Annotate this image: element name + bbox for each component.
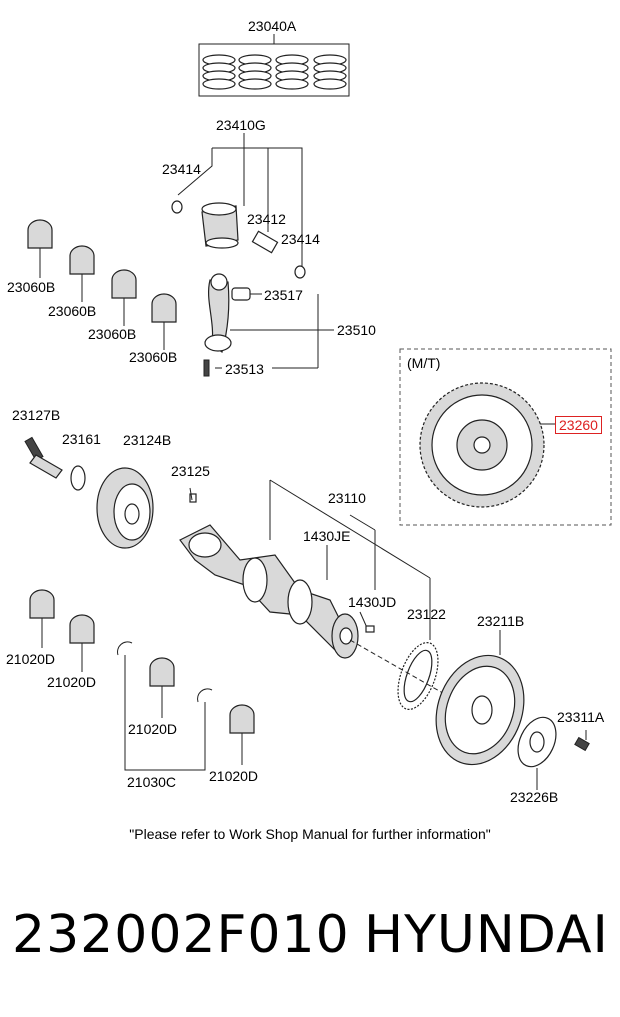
piston-ring-set [198, 34, 350, 97]
reluctor-ring [397, 642, 439, 710]
label-23161: 23161 [62, 431, 101, 447]
label-23517: 23517 [264, 287, 303, 303]
upper-bearings [27, 219, 177, 350]
label-23060B-3: 23060B [88, 326, 137, 342]
label-23060B-4: 23060B [129, 349, 178, 365]
label-23060B-1: 23060B [7, 279, 56, 295]
label-mt: (M/T) [407, 355, 441, 371]
label-23040A: 23040A [248, 18, 297, 34]
lower-bearings [29, 589, 255, 771]
part-number: 232002F010 [12, 905, 350, 965]
label-21020D-4: 21020D [209, 768, 259, 784]
label-23127B: 23127B [12, 407, 61, 423]
parts-diagram: 23040A 23410G 23414 23412 23414 23060B 2… [6, 18, 612, 805]
label-23414-a: 23414 [162, 161, 201, 177]
mt-flywheel [399, 348, 612, 526]
label-21020D-1: 21020D [6, 651, 56, 667]
adapter-plate [517, 716, 590, 790]
label-23122: 23122 [407, 606, 446, 622]
label-23060B-2: 23060B [48, 303, 97, 319]
crankshaft [179, 479, 431, 659]
front-pulley [24, 436, 197, 549]
brand-name: HYUNDAI [364, 905, 609, 965]
label-21020D-3: 21020D [128, 721, 178, 737]
label-21020D-2: 21020D [47, 674, 97, 690]
label-23412: 23412 [247, 211, 286, 227]
label-23226B: 23226B [510, 789, 559, 805]
label-21030C: 21030C [127, 774, 177, 790]
label-1430JD: 1430JD [348, 594, 397, 610]
workshop-manual-note: "Please refer to Work Shop Manual for fu… [129, 826, 491, 842]
label-23211B: 23211B [477, 613, 525, 629]
exploded-view-drawing [24, 34, 612, 790]
label-23260-highlighted[interactable]: 23260 [555, 416, 602, 434]
connecting-rod [203, 273, 334, 377]
piston-assembly [171, 133, 306, 279]
label-23510: 23510 [337, 322, 376, 338]
label-23311A: 23311A [557, 709, 605, 725]
label-23125: 23125 [171, 463, 210, 479]
drive-plate [349, 630, 525, 766]
label-23513: 23513 [225, 361, 264, 377]
label-23124B: 23124B [123, 432, 172, 448]
label-1430JE: 1430JE [303, 528, 351, 544]
label-23410G: 23410G [216, 117, 266, 133]
label-23414-b: 23414 [281, 231, 320, 247]
label-23110: 23110 [328, 490, 366, 506]
